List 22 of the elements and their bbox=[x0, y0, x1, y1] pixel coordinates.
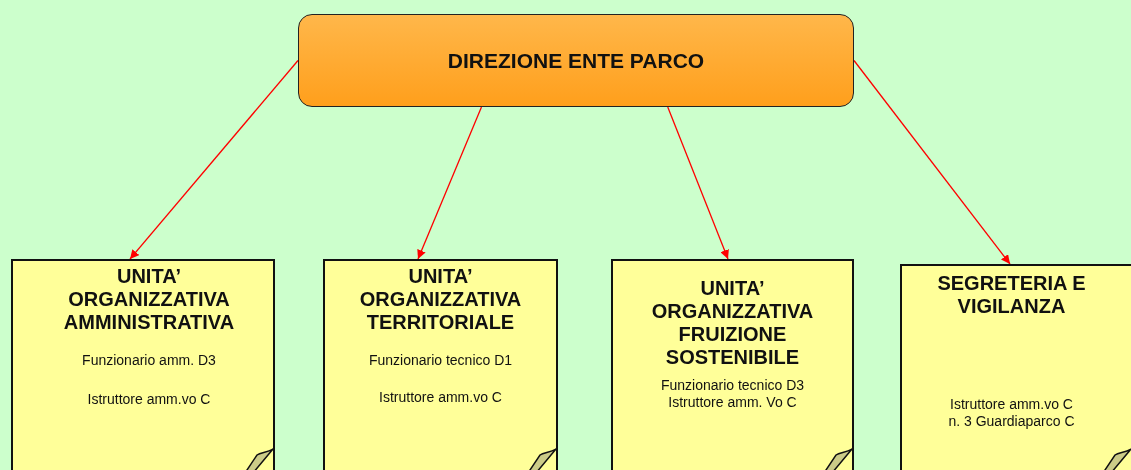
staff-text: Funzionario amm. D3 bbox=[82, 352, 216, 369]
unit-title: UNITA’ ORGANIZZATIVA TERRITORIALE bbox=[358, 265, 523, 334]
unit-title: UNITA’ ORGANIZZATIVA AMMINISTRATIVA bbox=[62, 265, 236, 334]
arrow bbox=[417, 106, 483, 260]
arrow bbox=[129, 59, 299, 260]
staff-text: Funzionario tecnico D3 bbox=[660, 377, 805, 394]
director-box bbox=[298, 14, 854, 107]
box-title: DIREZIONE ENTE PARCO bbox=[447, 48, 705, 73]
staff-text: n. 3 Guardiaparco C bbox=[948, 412, 1075, 430]
unit-title: SEGRETERIA E VIGILANZA bbox=[936, 272, 1087, 318]
unit-title: UNITA’ ORGANIZZATIVA FRUIZIONE SOSTENIBILE bbox=[650, 277, 815, 369]
staff-text: Funzionario tecnico D1 bbox=[368, 352, 513, 369]
staff-text: Istruttore amm.vo C bbox=[379, 388, 502, 406]
staff-text: Istruttore amm.vo C bbox=[87, 390, 211, 408]
sticky-note bbox=[611, 259, 854, 470]
arrow bbox=[853, 59, 1011, 265]
sticky-note bbox=[11, 259, 275, 470]
arrow bbox=[667, 106, 729, 260]
sticky-note bbox=[900, 264, 1131, 470]
sticky-note bbox=[323, 259, 558, 470]
staff-text: Istruttore amm.vo C bbox=[950, 396, 1073, 413]
staff-text: Istruttore amm. Vo C bbox=[668, 393, 797, 411]
